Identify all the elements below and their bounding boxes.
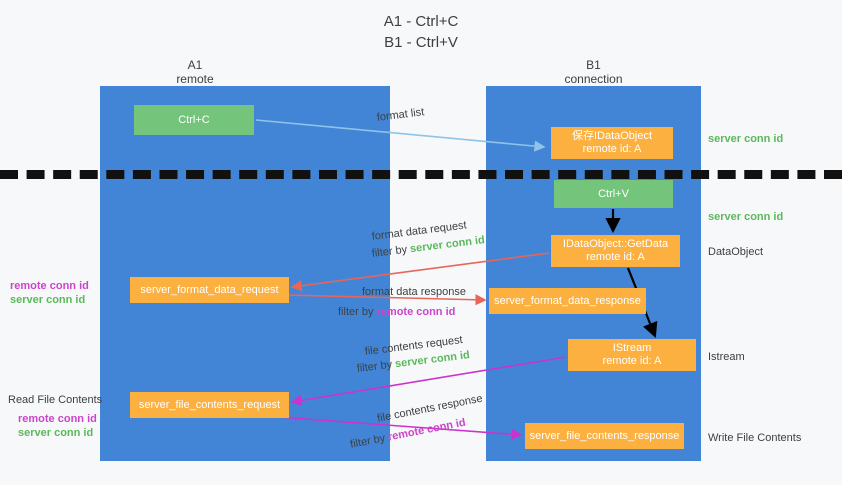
box-server-format-data-request[interactable]: server_format_data_request: [130, 277, 289, 303]
box-istream-line2: remote id: A: [602, 355, 662, 367]
box-istream[interactable]: IStream remote id: A: [568, 339, 696, 371]
edge-label-file-contents-response: file contents response: [376, 392, 484, 425]
right-label-dataobject: DataObject: [708, 246, 764, 258]
right-label-server-conn-id-top: server conn id: [708, 133, 784, 145]
lane-a1-sub: remote: [176, 72, 214, 86]
box-getdata-line1: IDataObject::GetData: [562, 238, 669, 250]
left-label-remote-conn-id-top: remote conn id: [10, 280, 89, 292]
page-title: A1 - Ctrl+C B1 - Ctrl+V: [0, 11, 842, 53]
edge-label-format-data-response-filter: filter by remote conn id: [338, 305, 455, 319]
lane-header-b1: B1 connection: [486, 58, 701, 86]
divider-dashed-line: [0, 170, 842, 179]
left-label-server-conn-id-bottom: server conn id: [18, 427, 94, 439]
filter-value-remote-conn-id: remote conn id: [376, 306, 456, 318]
filter-prefix: filter by: [371, 243, 411, 260]
box-ctrl-v[interactable]: Ctrl+V: [554, 180, 673, 208]
box-save-idataobject-line2: remote id: A: [582, 143, 642, 155]
box-istream-line1: IStream: [612, 342, 652, 354]
right-label-write-file-contents: Write File Contents: [708, 432, 802, 444]
title-line-1: A1 - Ctrl+C: [383, 13, 459, 30]
lane-b1-name: B1: [586, 58, 601, 72]
left-label-server-conn-id-top: server conn id: [10, 294, 86, 306]
lane-b1-sub: connection: [564, 72, 623, 86]
left-label-read-file-contents: Read File Contents: [8, 394, 103, 406]
box-save-idataobject-line1: 保存IDataObject: [571, 130, 653, 142]
box-server-format-data-response[interactable]: server_format_data_response: [489, 288, 646, 314]
box-ctrl-c[interactable]: Ctrl+C: [134, 105, 254, 135]
box-idataobject-getdata[interactable]: IDataObject::GetData remote id: A: [551, 235, 680, 267]
edge-label-format-data-response: format data response: [362, 286, 466, 298]
right-label-server-conn-id-mid: server conn id: [708, 211, 784, 223]
box-server-file-contents-request[interactable]: server_file_contents_request: [130, 392, 289, 418]
left-label-remote-conn-id-bottom: remote conn id: [18, 413, 97, 425]
right-label-istream: Istream: [708, 351, 745, 363]
title-line-2: B1 - Ctrl+V: [384, 34, 458, 51]
box-getdata-line2: remote id: A: [586, 251, 645, 263]
lane-a1-name: A1: [187, 58, 203, 72]
box-save-idataobject[interactable]: 保存IDataObject remote id: A: [551, 127, 673, 159]
lane-header-a1: A1 remote: [100, 58, 290, 86]
filter-prefix: filter by: [338, 306, 377, 318]
box-server-file-contents-response[interactable]: server_file_contents_response: [525, 423, 684, 449]
